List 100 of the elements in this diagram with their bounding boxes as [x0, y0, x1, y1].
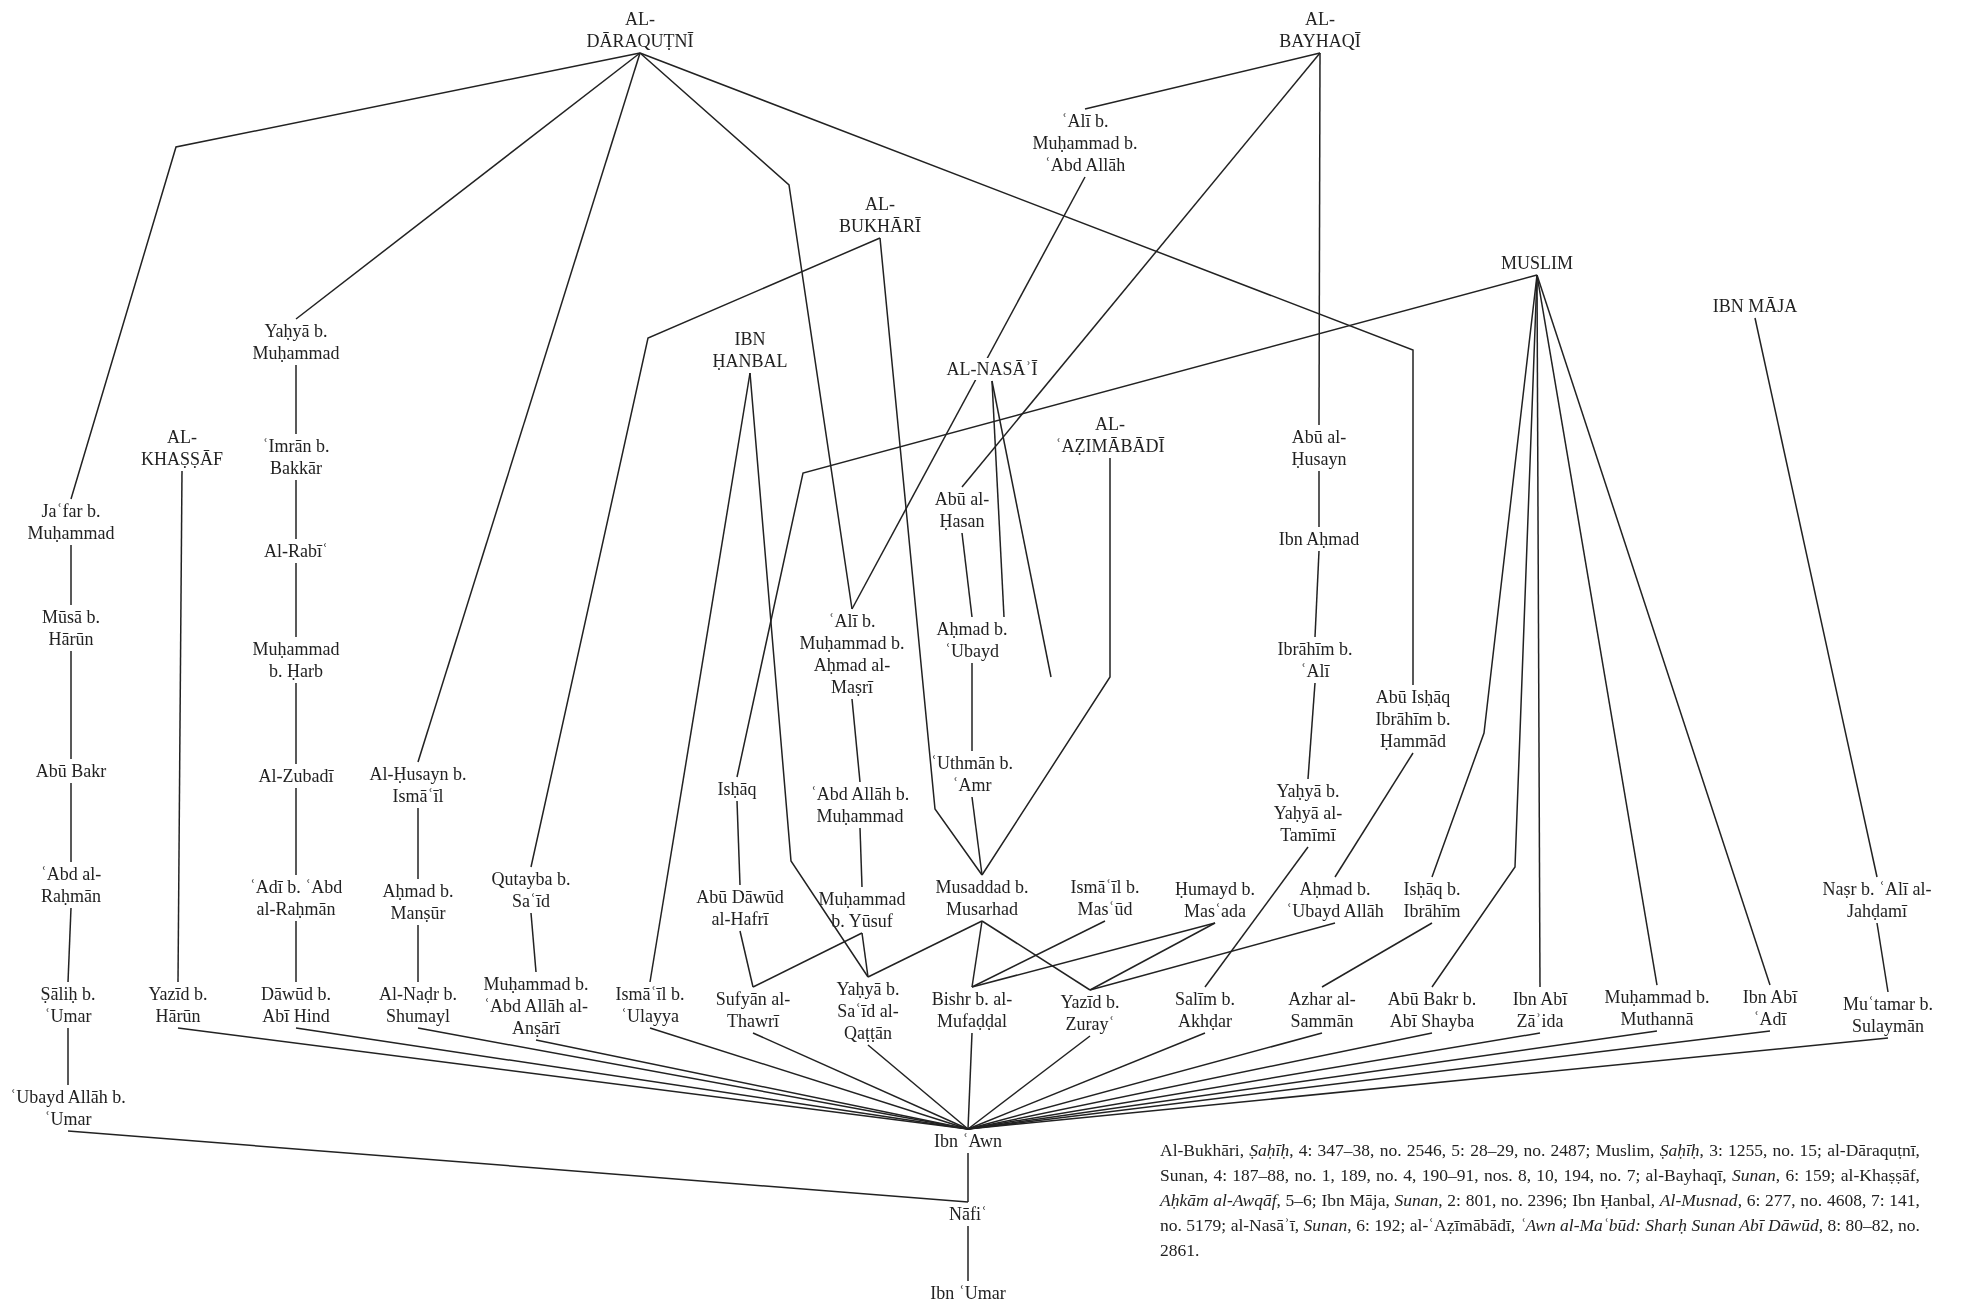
transmission-line [736, 274, 1538, 778]
narrator-name: Yaḥyā b. Saʿīd al-Qaṭṭān [825, 978, 911, 1044]
transmission-line [1754, 317, 1878, 878]
transmission-line [967, 1032, 1206, 1130]
collector-name: AL-DĀRAQUṬNĪ [586, 8, 694, 52]
transmission-line [991, 380, 1052, 678]
narrator-name: Abū Bakr b. Abī Shayba [1377, 988, 1487, 1032]
narrator-name: Muḥammad b. Muthannā [1602, 986, 1712, 1030]
citation-text: Al-Bukhāri, Ṣaḥīḥ, 4: 347–38, no. 2546, 5: 28–29, no. 2487; Muslim, Ṣaḥīḥ, 3: 1255, no. 15; al-Dāraquṭnī, Sunan, 4: 187–88, no. 1, 189, no. 4, 190–91, nos. 8, 10, 194, no. 7; al-Bayhaqī, Sunan, 6: 159; al-Khaṣṣāf, Aḥkām al-Awqāf, 5–6; Ibn Māja, Sunan, 2: 801, no. 2396; Ibn Ḥanbal, Al-Musnad, 6: 277, no. 4608, 7: 141, no. 5179; al-Nasāʾī, Sunan, 6: 192; al-ʿAẓīmābādī, ʿAwn al-Maʿbūd: Sharḥ Sunan Abī Dāwūd, 8: 80–82, no. 2861. [1160, 1139, 1920, 1262]
transmission-line [295, 920, 297, 983]
transmission-line [1536, 274, 1658, 986]
transmission-line [867, 1044, 969, 1130]
narrator-name: Al-Rabīʿ [264, 540, 328, 562]
narrator-name: Ismāʿīl b. Masʿūd [1057, 876, 1153, 920]
transmission-line [861, 932, 869, 978]
transmission-line [295, 787, 297, 876]
transmission-line [967, 1032, 973, 1130]
transmission-line [295, 562, 297, 638]
transmission-line [967, 1225, 969, 1282]
narrator-name: Ibn Abī ʿAdī [1730, 986, 1810, 1030]
narrator-name: Ibn ʿUmar [930, 1282, 1006, 1304]
narrator-name: Al-Ḥusayn b. Ismāʿīl [358, 763, 478, 807]
narrator-name: ʿImrān b. Bakkār [246, 435, 346, 479]
transmission-line [1089, 922, 1336, 991]
narrator-name: Al-Naḍr b. Shumayl [363, 983, 473, 1027]
narrator-name: Dāwūd b. Abī Hind [251, 983, 341, 1027]
transmission-line [417, 52, 641, 763]
transmission-line [1204, 846, 1309, 988]
transmission-line [991, 380, 1005, 618]
transmission-line [639, 52, 853, 610]
transmission-line [967, 1037, 1889, 1130]
transmission-line [981, 457, 1111, 876]
transmission-line [971, 920, 983, 988]
transmission-line [961, 52, 1321, 488]
narrator-name: Ḥumayd b. Masʿada [1162, 878, 1268, 922]
collector-name: AL-KHAṢṢĀF [141, 426, 223, 470]
narrator-name: Ibn Aḥmad [1278, 528, 1360, 550]
collector-name: AL-NASĀʾĪ [944, 358, 1040, 380]
narrator-name: Jaʿfar b. Muḥammad [16, 500, 126, 544]
narrator-name: ʿUbayd Allāh b. ʿUmar [5, 1086, 131, 1130]
narrator-name: Abū Bakr [35, 760, 107, 782]
transmission-line [1318, 470, 1320, 528]
narrator-name: Abū al-Ḥasan [926, 488, 998, 532]
transmission-line [859, 827, 863, 888]
collector-name: ʿAlī b. Muḥammad b. ʿAbd Allāh [1020, 110, 1150, 176]
transmission-line [70, 650, 72, 760]
collector-name: AL-BAYHAQĪ [1279, 8, 1361, 52]
transmission-line [749, 372, 869, 978]
transmission-line [1307, 682, 1316, 780]
transmission-line [851, 698, 861, 783]
collector-name: IBN ḤANBAL [712, 328, 788, 372]
narrator-name: Sufyān al-Thawrī [703, 988, 803, 1032]
transmission-line [851, 176, 1086, 610]
transmission-line [67, 1027, 69, 1086]
collector-name: AL-ʿAẒIMĀBĀDĪ [1055, 413, 1165, 457]
narrator-name: Yaḥyā b. Muḥammad [246, 320, 346, 364]
transmission-line [967, 1152, 969, 1203]
transmission-line [417, 924, 419, 983]
transmission-line [971, 662, 973, 752]
transmission-line [981, 920, 1091, 991]
transmission-line [1314, 550, 1320, 638]
transmission-line [1321, 922, 1433, 988]
transmission-line [967, 1035, 1091, 1130]
narrator-name: Musaddad b. Musarhad [922, 876, 1042, 920]
transmission-line [295, 52, 641, 320]
narrator-name: ʿAbd al-Raḥmān [28, 863, 114, 907]
transmission-line [295, 479, 297, 540]
narrator-name: Yazīd b. Zurayʿ [1045, 991, 1135, 1035]
narrator-name: Abū Dāwūd al-Hafrī [690, 886, 790, 930]
narrator-name: ʿAdī b. ʿAbd al-Raḥmān [241, 876, 351, 920]
collector-name: MUSLIM [1501, 252, 1573, 274]
transmission-line [67, 907, 72, 983]
transmission-line [752, 932, 863, 988]
narrator-name: ʿUthmān b. ʿAmr [922, 752, 1022, 796]
narrator-name: Yazīd b. Hārūn [135, 983, 221, 1027]
transmission-line [879, 237, 983, 876]
narrator-name: Isḥāq [717, 778, 757, 800]
transmission-line [867, 920, 983, 978]
transmission-line [1084, 52, 1321, 110]
narrator-name: Mūsā b. Hārūn [26, 606, 116, 650]
collector-name: IBN MĀJA [1712, 295, 1798, 317]
transmission-line [70, 544, 72, 606]
narrator-name: Isḥāq b. Ibrāhīm [1389, 878, 1475, 922]
collector-name: AL-BUKHĀRĪ [839, 193, 921, 237]
narrator-name: ʿAbd Allāh b. Muḥammad [800, 783, 920, 827]
narrator-name: Muḥammad b. ʿAbd Allāh al-Anṣārī [473, 973, 599, 1039]
transmission-line [639, 52, 1414, 686]
narrator-name: Ibn ʿAwn [934, 1130, 1002, 1152]
narrator-name: Yaḥyā b. Yaḥyā al-Tamīmī [1260, 780, 1356, 846]
transmission-line [70, 782, 72, 863]
narrator-name: Muʿtamar b. Sulaymān [1828, 993, 1948, 1037]
transmission-line [736, 800, 741, 886]
transmission-line [295, 682, 297, 765]
transmission-line [530, 237, 881, 868]
transmission-line [417, 807, 419, 880]
narrator-name: Salīm b. Akhḍar [1160, 988, 1250, 1032]
transmission-line [177, 470, 183, 983]
narrator-name: Aḥmad b. ʿUbayd Allāh [1279, 878, 1391, 922]
transmission-line [971, 796, 983, 876]
narrator-name: Ibrāhīm b. ʿAlī [1270, 638, 1360, 682]
